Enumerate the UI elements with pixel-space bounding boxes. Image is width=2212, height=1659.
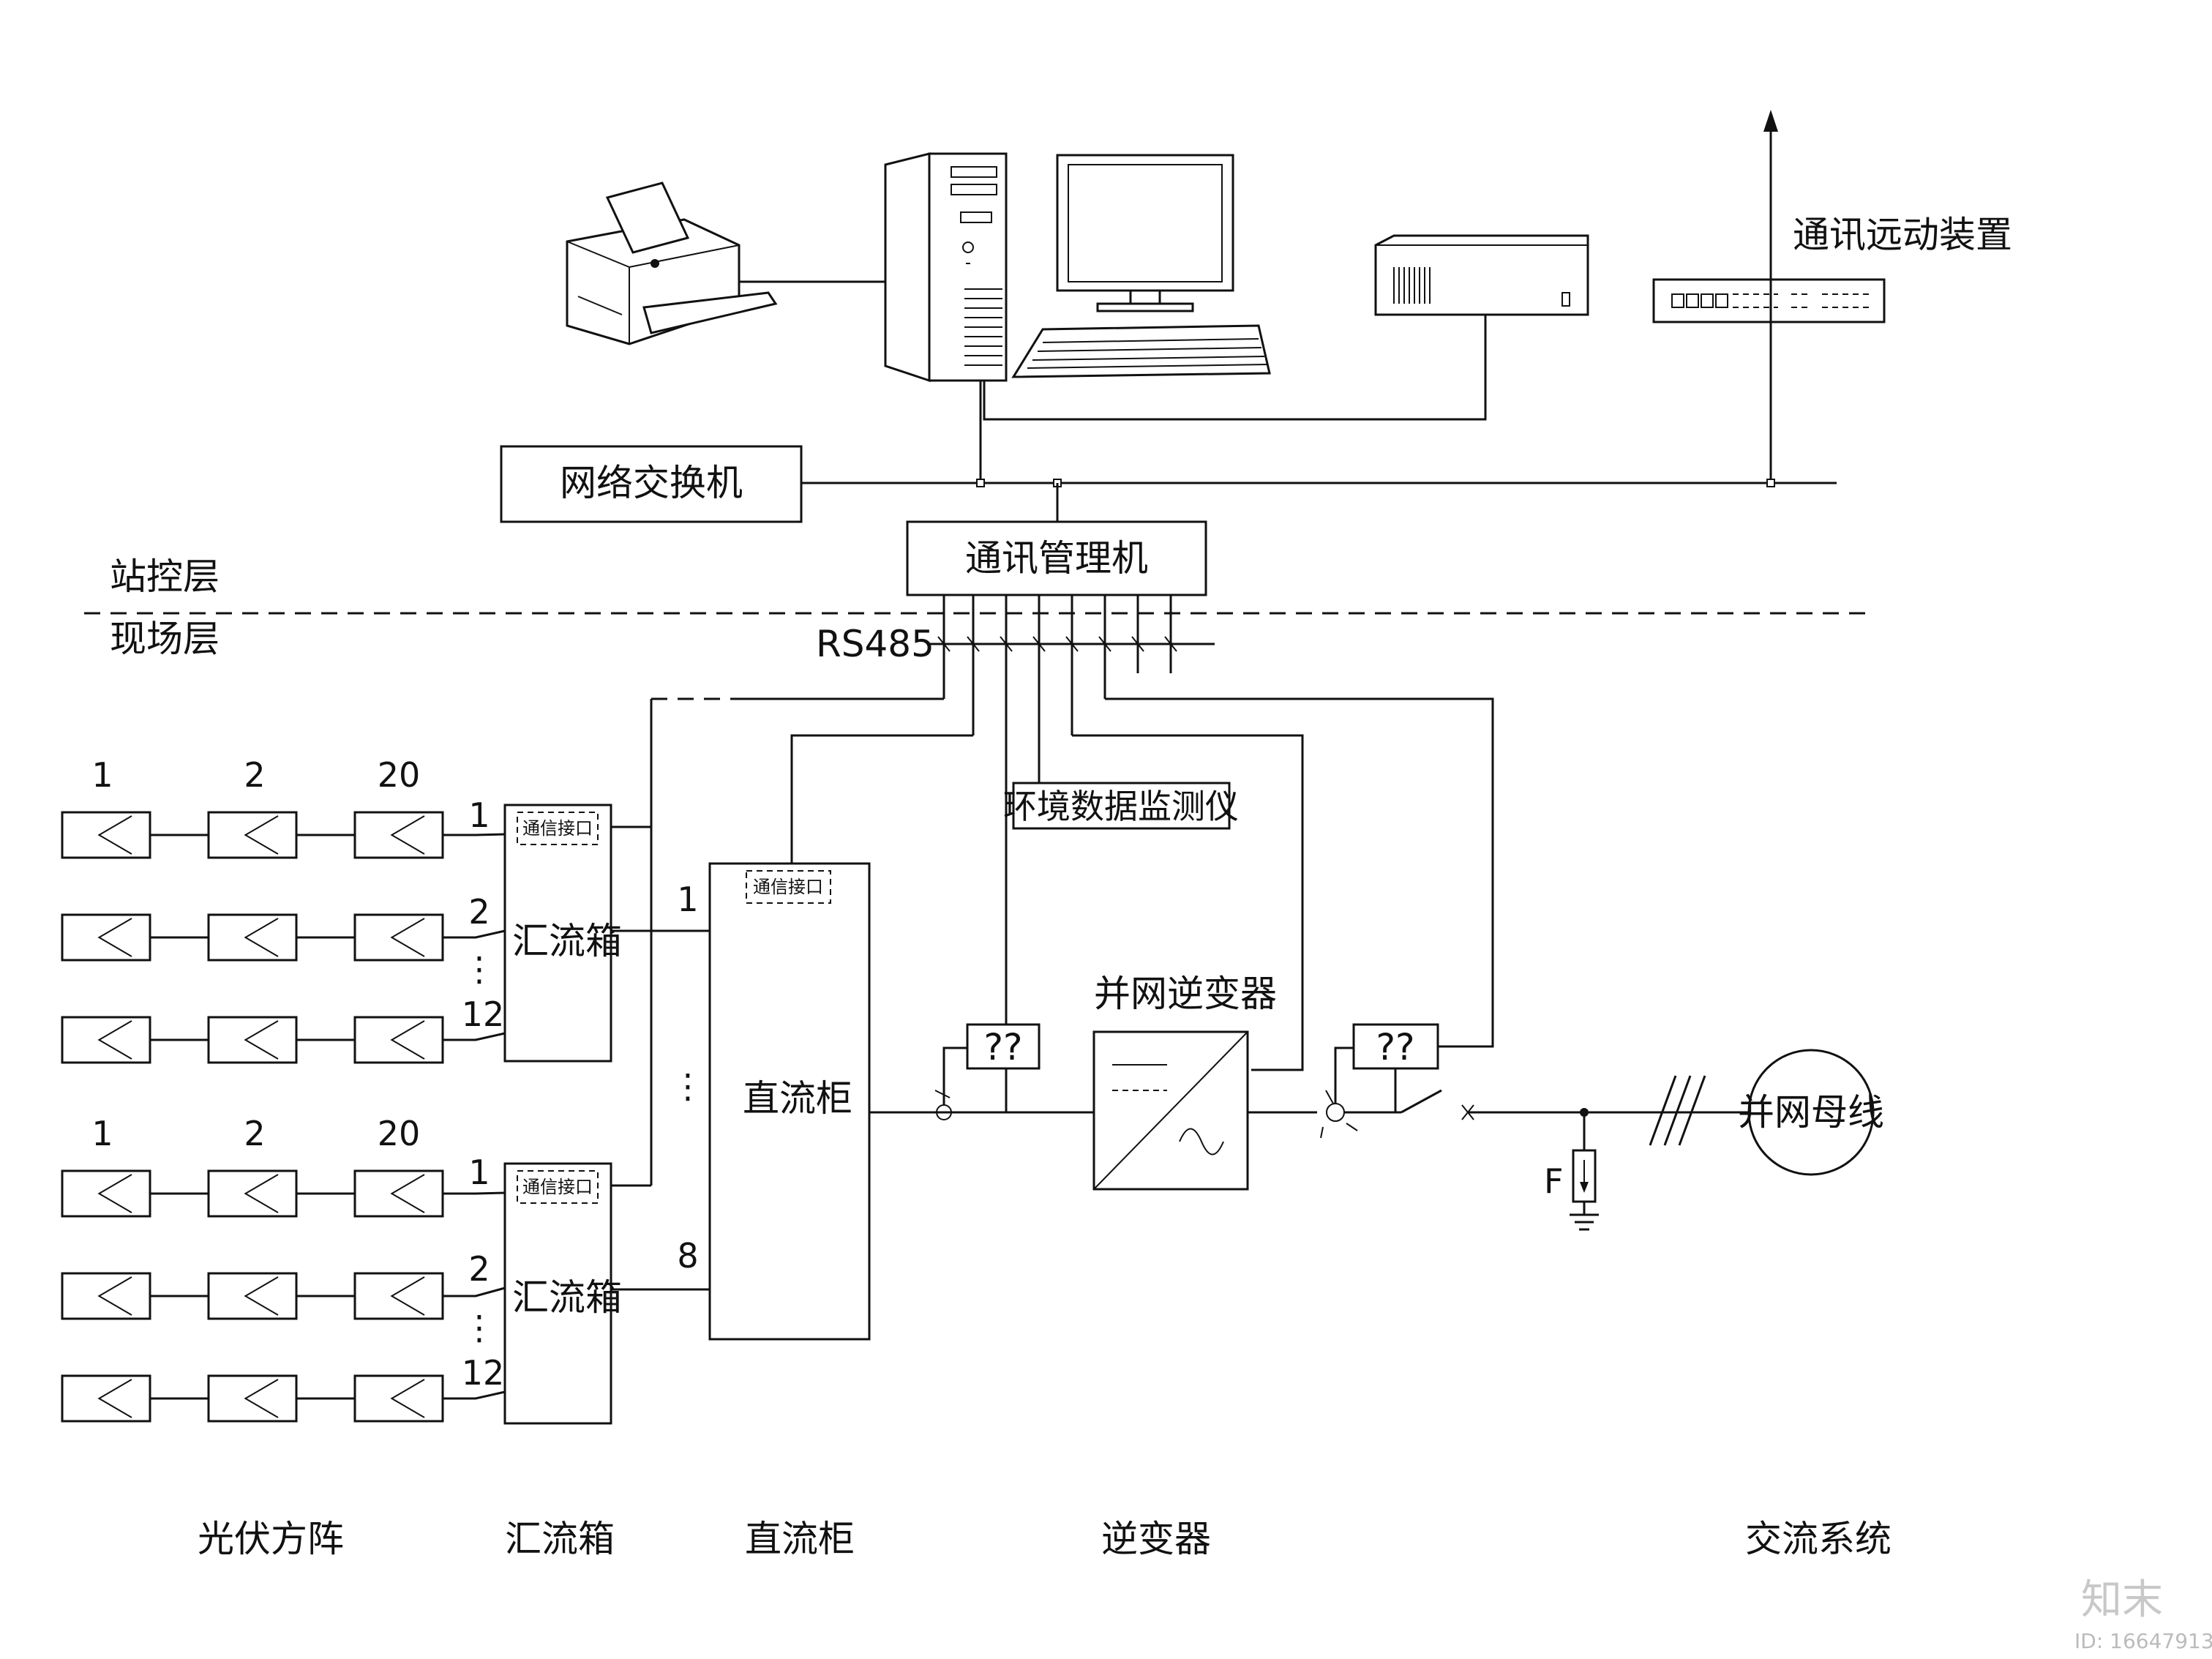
pv-module-icon [353,913,444,962]
server-icon [1374,234,1589,316]
pv-module-icon [61,1016,151,1064]
pv-module-icon [61,811,151,859]
dc-input-dots: ⋮ [671,1066,705,1106]
combiner-input-dots: ⋮ [462,949,496,989]
dc-input-number: 1 [677,880,698,919]
pv-module-icon [207,1016,298,1064]
combiner-input-number: 2 [468,892,490,932]
printer-icon [566,181,778,345]
surge-arrester-icon [1570,1108,1599,1231]
category-label-pv-array: 光伏方阵 [198,1518,344,1560]
pv-module-icon [61,913,151,962]
ac-meter-label: ?? [1376,1026,1414,1068]
remote-telecontrol-unit [1652,278,1886,323]
inverter-label: 并网逆变器 [1094,973,1277,1015]
network-switch-label: 网络交换机 [560,462,743,504]
combiner-box-label: 汇流箱 [512,920,622,962]
combiner-box-2 [503,1162,612,1425]
pv-module-icon [353,1169,444,1218]
pv-module-icon [61,1374,151,1423]
pv-module-icon [353,1374,444,1423]
string-number: 20 [378,1114,421,1153]
inverter-symbol [1092,1030,1249,1191]
network-switch-box [500,445,803,523]
keyboard-icon [1011,324,1271,378]
comm-interface-2 [746,870,831,904]
uplink-arrow-icon [1763,110,1778,132]
pv-module-icon [207,1374,298,1423]
combiner-input-dots: ⋮ [462,1308,496,1347]
category-label-inverter: 逆变器 [1101,1518,1211,1560]
pv-module-icon [61,1169,151,1218]
field-layer-label: 现场层 [110,618,220,660]
comm-manager-label: 通讯管理机 [965,537,1148,580]
combiner-input-number: 1 [468,1153,490,1192]
computer-tower-icon [884,152,1008,383]
comm-interface-3 [517,1170,599,1204]
pv-array-group-1: 1 2 20 [91,755,420,795]
combiner-box-1 [503,804,612,1063]
comm-interface-label: 通信接口 [522,1177,593,1197]
pv-module-icon [207,1169,298,1218]
pv-module-icon [353,1016,444,1064]
string-number: 1 [91,1114,113,1153]
rs485-label: RS485 [816,623,934,665]
grid-bus-label: 并网母线 [1738,1091,1884,1134]
watermark-brand: 知末 [2081,1576,2163,1624]
combiner-input-number: 12 [462,1353,505,1393]
comm-manager-box [906,520,1207,596]
pv-array-group-2: 1 2 20 [91,1114,420,1153]
remote-unit-label: 通讯远动装置 [1793,214,2012,256]
env-monitor-box [1012,782,1231,830]
pv-module-icon [61,1272,151,1320]
string-number: 1 [91,755,113,795]
watermark-id: ID: 166479130 [2074,1629,2212,1653]
string-number: 20 [378,755,421,795]
pv-module-icon [353,811,444,859]
category-label-combiner: 汇流箱 [505,1518,615,1560]
env-monitor-label: 环境数据监测仪 [1003,787,1239,826]
dc-input-number: 8 [677,1236,698,1276]
arrester-label: F [1544,1161,1563,1201]
pv-module-icon [207,811,298,859]
string-number: 2 [244,1114,265,1153]
station-layer-label: 站控层 [110,555,220,598]
combiner-input-number: 2 [468,1249,490,1289]
three-phase-marks [1649,1075,1706,1146]
pv-module-icon [207,1272,298,1320]
comm-interface-label: 通信接口 [753,877,823,897]
combiner-box-label: 汇流箱 [512,1276,622,1319]
dc-meter-box [966,1023,1041,1070]
monitor-icon [1056,154,1234,312]
category-label-dc-cabinet: 直流柜 [745,1518,855,1560]
dc-cabinet-label: 直流柜 [743,1077,852,1120]
pv-module-icon [207,913,298,962]
combiner-input-number: 12 [462,995,505,1034]
ac-meter-box [1352,1023,1439,1070]
comm-interface-1 [517,812,599,845]
grid-bus-circle [1747,1049,1875,1176]
dc-meter-label: ?? [983,1026,1022,1068]
string-number: 2 [244,755,265,795]
breaker-symbol [1401,1089,1442,1114]
pv-module-icon [353,1272,444,1320]
category-label-ac-system: 交流系统 [1745,1518,1892,1560]
comm-interface-label: 通信接口 [522,818,593,839]
combiner-input-number: 1 [468,795,490,835]
dc-cabinet-box [708,862,871,1341]
